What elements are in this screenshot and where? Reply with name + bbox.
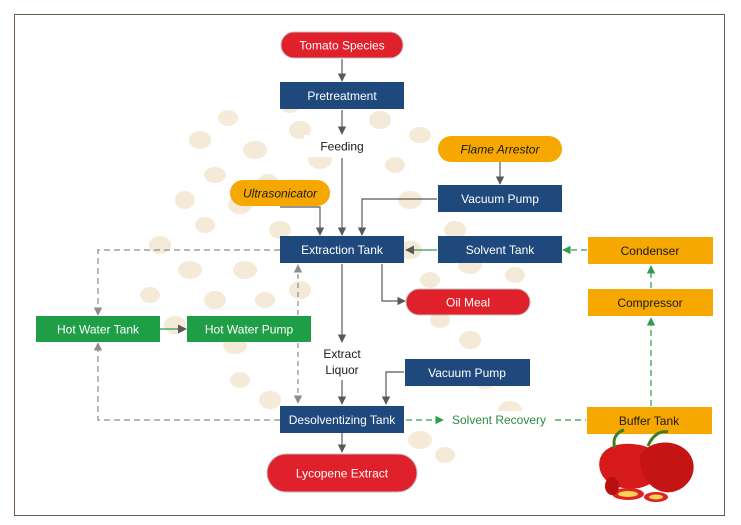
node-buffer-tank[interactable]: Buffer Tank bbox=[587, 407, 712, 434]
node-lycopene-extract[interactable]: Lycopene Extract bbox=[266, 453, 418, 493]
label-extract-liquor-line2: Liquor bbox=[325, 363, 358, 377]
label-ultrasonicator: Ultrasonicator bbox=[243, 187, 318, 201]
flow-connectors bbox=[93, 59, 656, 453]
label-solvent-tank: Solvent Tank bbox=[466, 243, 535, 257]
arrow-vacuum-pump-to-extraction bbox=[357, 198, 437, 236]
label-desolventizing-tank: Desolventizing Tank bbox=[289, 413, 397, 427]
red-pepper-illustration bbox=[599, 428, 694, 502]
dash-desolventizing-to-hot-water-tank bbox=[93, 342, 280, 421]
node-oil-meal[interactable]: Oil Meal bbox=[405, 288, 531, 316]
node-pretreatment[interactable]: Pretreatment bbox=[280, 82, 404, 109]
node-vacuum-pump-top[interactable]: Vacuum Pump bbox=[438, 185, 562, 212]
node-tomato-species[interactable]: Tomato Species bbox=[280, 31, 404, 59]
label-flame-arrestor: Flame Arrestor bbox=[461, 143, 541, 157]
label-compressor: Compressor bbox=[617, 296, 682, 310]
label-lycopene-extract: Lycopene Extract bbox=[296, 467, 389, 481]
label-oil-meal: Oil Meal bbox=[446, 296, 490, 310]
node-condenser[interactable]: Condenser bbox=[588, 237, 713, 264]
node-desolventizing-tank[interactable]: Desolventizing Tank bbox=[280, 406, 404, 433]
label-feeding: Feeding bbox=[320, 140, 363, 154]
label-group-solvent-recovery: Solvent Recovery bbox=[445, 411, 553, 429]
label-vacuum-pump-top: Vacuum Pump bbox=[461, 192, 539, 206]
label-tomato-species: Tomato Species bbox=[299, 39, 384, 53]
node-compressor[interactable]: Compressor bbox=[588, 289, 713, 316]
arrow-vacuum-pump-bottom-to-desolventizing bbox=[381, 371, 404, 405]
node-feeding: Feeding bbox=[304, 135, 380, 157]
node-flame-arrestor[interactable]: Flame Arrestor bbox=[438, 136, 562, 162]
node-solvent-tank[interactable]: Solvent Tank bbox=[438, 236, 562, 263]
label-vacuum-pump-bottom: Vacuum Pump bbox=[428, 366, 506, 380]
node-hot-water-pump[interactable]: Hot Water Pump bbox=[187, 316, 311, 342]
node-hot-water-tank[interactable]: Hot Water Tank bbox=[36, 316, 160, 342]
label-extraction-tank: Extraction Tank bbox=[301, 243, 384, 257]
node-extraction-tank[interactable]: Extraction Tank bbox=[280, 236, 404, 263]
label-hot-water-tank: Hot Water Tank bbox=[57, 323, 140, 337]
label-pretreatment: Pretreatment bbox=[307, 89, 377, 103]
label-solvent-recovery: Solvent Recovery bbox=[452, 413, 546, 427]
label-extract-liquor-line1: Extract bbox=[323, 347, 361, 361]
arrow-ultrasonicator-to-extraction bbox=[280, 206, 325, 236]
label-hot-water-pump: Hot Water Pump bbox=[205, 323, 294, 337]
label-buffer-tank: Buffer Tank bbox=[619, 414, 680, 428]
dash-extraction-to-hot-water-tank bbox=[93, 249, 280, 316]
label-condenser: Condenser bbox=[621, 244, 680, 258]
node-extract-liquor: Extract Liquor bbox=[314, 344, 370, 380]
node-ultrasonicator[interactable]: Ultrasonicator bbox=[230, 180, 330, 206]
node-vacuum-pump-bottom[interactable]: Vacuum Pump bbox=[405, 359, 530, 386]
arrow-extraction-to-oil-meal bbox=[381, 264, 406, 306]
